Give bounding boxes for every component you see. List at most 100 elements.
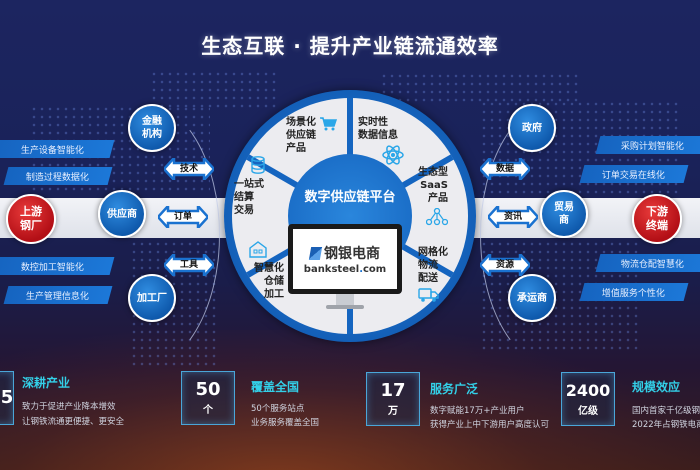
endpoint-label-line: 钢厂 bbox=[20, 219, 42, 232]
arrow-information: 资讯 bbox=[488, 206, 538, 228]
stat-unit: 万 bbox=[388, 406, 398, 417]
segment-label-line: 生态型 bbox=[418, 167, 448, 178]
tag-right-bottom-1: 物流仓配智慧化 bbox=[595, 254, 700, 272]
brand-url: banksteel.com bbox=[304, 264, 386, 275]
database-icon bbox=[251, 156, 265, 174]
stat-number: 5 bbox=[0, 387, 14, 408]
segment-one-stop-settlement[interactable]: 一站式 结算 交易 bbox=[234, 156, 266, 217]
segment-label-line: 结算 bbox=[234, 192, 254, 203]
segment-label-line: 加工 bbox=[264, 289, 284, 300]
stat-description: 50个服务站点 bbox=[251, 404, 305, 414]
segment-label-line: 智慧化 bbox=[254, 263, 284, 274]
stat-description: 让钢铁流通更便捷、更安全 bbox=[22, 417, 125, 427]
dot-map-decoration bbox=[380, 72, 580, 102]
endpoint-label-line: 终端 bbox=[646, 219, 668, 232]
arrow-data: 数据 bbox=[480, 158, 530, 180]
node-label-line: 供应商 bbox=[107, 208, 137, 220]
brand-name-cn: 钢银电商 bbox=[324, 246, 380, 262]
segment-realtime-data[interactable]: 实时性 数据信息 bbox=[358, 116, 404, 170]
segment-label-line: 数据信息 bbox=[358, 130, 398, 141]
brand-url-dot: . bbox=[359, 264, 363, 275]
stat-box-stations: 50 个 bbox=[181, 371, 235, 425]
node-processing-plant[interactable]: 加工厂 bbox=[128, 274, 176, 322]
upstream-steel-mill-node[interactable]: 上游钢厂 bbox=[6, 194, 56, 244]
stat-number: 17 bbox=[380, 380, 406, 401]
segment-label-line: 交易 bbox=[234, 205, 254, 216]
page-title: 生态互联 · 提升产业链流通效率 bbox=[201, 34, 499, 58]
stat-description: 数字赋能17万+产业用户 bbox=[430, 406, 525, 416]
segment-smart-warehouse[interactable]: 智慧化 仓储 加工 bbox=[248, 240, 284, 301]
tag-left-top-2: 制造过程数据化 bbox=[3, 167, 113, 185]
node-supplier[interactable]: 供应商 bbox=[98, 190, 146, 238]
warehouse-icon bbox=[249, 241, 267, 258]
stat-unit: 个 bbox=[203, 405, 213, 416]
atom-icon bbox=[382, 145, 404, 165]
banksteel-logo-icon bbox=[308, 246, 323, 260]
endpoint-label-line: 下游 bbox=[646, 205, 668, 218]
endpoint-label-line: 上游 bbox=[20, 205, 42, 218]
arrow-order: 订单 bbox=[158, 206, 208, 228]
stat-description: 国内首家千亿级钢铁 bbox=[632, 406, 700, 416]
brand-url-prefix: banksteel bbox=[303, 264, 360, 275]
brand-url-suffix: com bbox=[363, 264, 387, 275]
network-icon bbox=[425, 207, 449, 226]
segment-grid-logistics[interactable]: 网格化 物流 配送 bbox=[418, 246, 448, 307]
stat-description: 业务服务覆盖全国 bbox=[251, 418, 320, 428]
tag-left-top-1: 生产设备智能化 bbox=[0, 140, 115, 158]
node-label-line: 贸易 bbox=[554, 202, 574, 213]
tag-right-bottom-2: 增值服务个性化 bbox=[579, 283, 689, 301]
node-label-line: 商 bbox=[559, 215, 569, 226]
stat-box-years: 5 bbox=[0, 371, 14, 425]
node-label-line: 政府 bbox=[522, 122, 542, 134]
node-label-line: 机构 bbox=[142, 129, 162, 140]
platform-title: 数字供应链平台 bbox=[304, 190, 396, 205]
segment-label-line: 产品 bbox=[428, 193, 448, 204]
segment-label-line: 供应链 bbox=[286, 130, 316, 141]
segment-saas-product[interactable]: 生态型 SaaS 产品 bbox=[418, 166, 449, 230]
dot-map-decoration bbox=[150, 70, 280, 110]
stat-number: 2400 bbox=[565, 381, 611, 400]
stat-unit: 亿级 bbox=[578, 406, 598, 417]
truck-icon bbox=[418, 288, 439, 302]
arrow-resources: 资源 bbox=[480, 254, 530, 276]
node-label-line: 加工厂 bbox=[137, 292, 167, 304]
segment-label-line: 仓储 bbox=[264, 276, 284, 287]
segment-label-line: 网格化 bbox=[418, 247, 448, 258]
stat-number: 50 bbox=[195, 379, 221, 400]
segment-label-line: 一站式 bbox=[234, 179, 264, 190]
segment-scenario-supply-chain[interactable]: 场景化 供应链 产品 bbox=[286, 116, 337, 155]
right-chain-curve bbox=[480, 100, 640, 370]
segment-label-line: 实时性 bbox=[358, 117, 388, 128]
left-chain-curve bbox=[60, 100, 220, 370]
stat-description: 2022年占钢铁电商 bbox=[632, 420, 700, 430]
stat-description: 致力于促进产业降本增效 bbox=[22, 402, 116, 412]
node-label-line: 承运商 bbox=[517, 292, 547, 304]
monitor-base bbox=[326, 305, 364, 309]
stat-title: 覆盖全国 bbox=[251, 380, 300, 394]
node-government[interactable]: 政府 bbox=[508, 104, 556, 152]
stat-title: 深耕产业 bbox=[22, 376, 71, 390]
tag-left-bottom-1: 数控加工智能化 bbox=[0, 257, 115, 275]
segment-label-line: 配送 bbox=[418, 273, 438, 284]
stat-title: 规模效应 bbox=[632, 380, 681, 394]
tag-right-top-1: 采购计划智能化 bbox=[595, 136, 700, 154]
arrow-tools: 工具 bbox=[164, 254, 214, 276]
node-carrier[interactable]: 承运商 bbox=[508, 274, 556, 322]
stat-box-scale: 2400 亿级 bbox=[561, 372, 615, 426]
node-trader[interactable]: 贸易商 bbox=[540, 190, 588, 238]
node-label-line: 金融 bbox=[142, 116, 162, 127]
tag-right-top-2: 订单交易在线化 bbox=[579, 165, 689, 183]
segment-label-line: 物流 bbox=[418, 260, 438, 271]
tag-left-bottom-2: 生产管理信息化 bbox=[3, 286, 113, 304]
monitor-stand bbox=[336, 294, 354, 306]
arrow-technology: 技术 bbox=[164, 158, 214, 180]
downstream-terminal-node[interactable]: 下游终端 bbox=[632, 194, 682, 244]
node-finance-institution[interactable]: 金融机构 bbox=[128, 104, 176, 152]
stat-box-users: 17 万 bbox=[366, 372, 420, 426]
stat-description: 获得产业上中下游用户高度认可 bbox=[430, 420, 550, 430]
segment-label-line: 场景化 bbox=[286, 117, 316, 128]
segment-label-line: 产品 bbox=[286, 143, 306, 154]
monitor-display: 钢银电商 banksteel.com bbox=[288, 224, 402, 294]
stat-title: 服务广泛 bbox=[430, 382, 479, 396]
segment-label-line: SaaS bbox=[420, 180, 448, 191]
